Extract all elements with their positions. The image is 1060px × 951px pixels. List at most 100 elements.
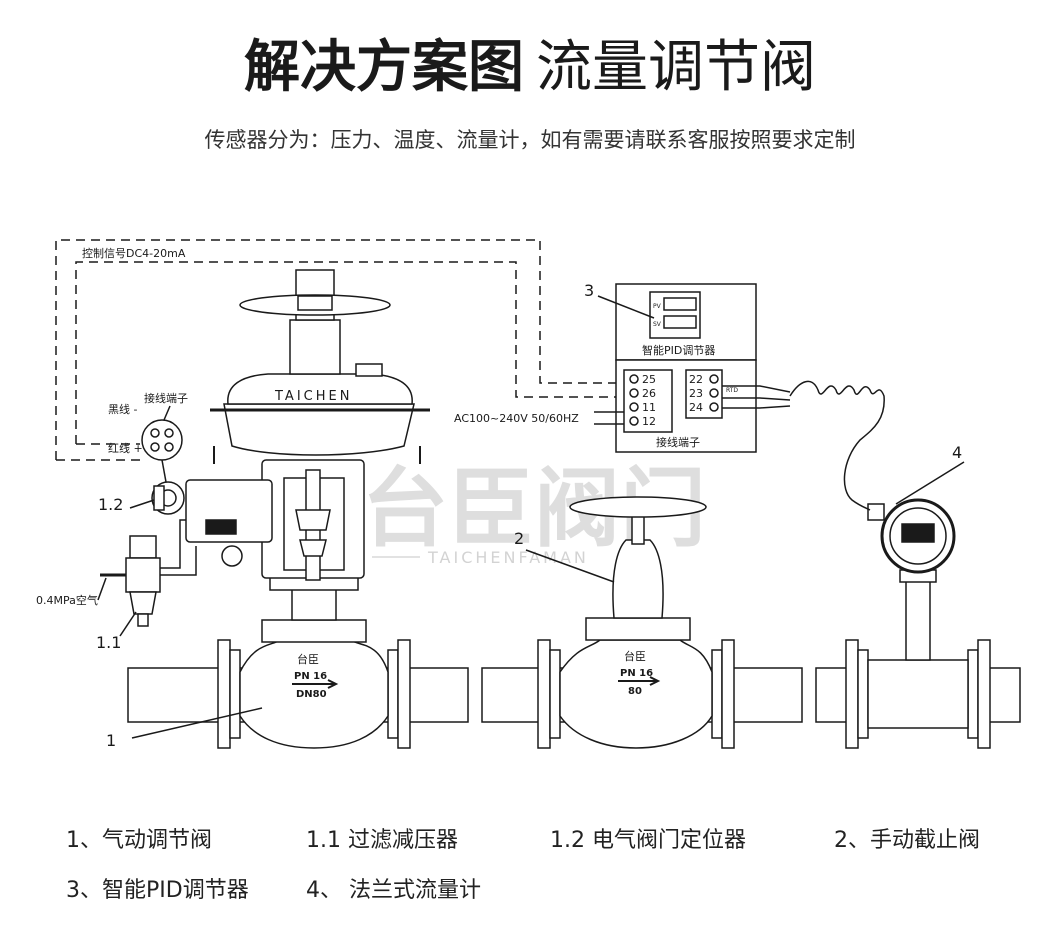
terminal-number: 12	[642, 415, 656, 428]
valve2-dn: 80	[628, 686, 642, 697]
valve2-body	[559, 639, 713, 749]
callout-leader-4	[895, 461, 965, 505]
legend-item-1: 1、气动调节阀	[66, 828, 212, 853]
legend-item-3: 1.2 电气阀门定位器	[550, 828, 746, 853]
legend-item-4: 2、手动截止阀	[834, 828, 980, 853]
power-wire	[594, 411, 624, 425]
legend-item-5: 3、智能PID调节器	[66, 878, 249, 903]
terminal-screw	[629, 416, 639, 426]
terminal-screw	[629, 374, 639, 384]
air-supply-leader	[97, 577, 107, 601]
terminal-pin	[150, 442, 160, 452]
terminal-number: 26	[642, 387, 656, 400]
terminal-screw	[709, 374, 719, 384]
power-label: AC100~240V 50/60HZ	[454, 412, 579, 425]
title-light: 流量调节阀	[536, 35, 816, 100]
black-wire-label: 黑线 -	[108, 402, 137, 416]
regulator-bowl	[129, 591, 157, 615]
flange	[967, 649, 979, 739]
watermark-en: TAICHENFAMAN	[427, 548, 589, 567]
terminal-screw	[709, 388, 719, 398]
flange	[711, 649, 723, 739]
flowmeter-body	[867, 659, 969, 729]
terminal-number: 25	[642, 373, 656, 386]
flange	[387, 649, 399, 739]
callout-leader-2	[525, 549, 615, 583]
valve1-bonnet-flange	[261, 619, 367, 643]
terminal-screw	[629, 388, 639, 398]
callout-number: 4	[952, 443, 962, 462]
red-wire-label: 红线 +	[108, 441, 143, 455]
flowmeter-gland	[867, 503, 885, 521]
handwheel-hub	[297, 295, 333, 311]
actuator-brand: TAICHEN	[274, 389, 352, 404]
handwheel-2	[569, 496, 707, 518]
regulator-drain	[137, 613, 149, 627]
terminal-pin	[164, 442, 174, 452]
signal-loop-wires	[56, 443, 140, 461]
flange	[229, 649, 241, 739]
regulator-body	[125, 557, 161, 593]
actuator-cap	[355, 363, 383, 377]
legend-item-2: 1.1 过滤减压器	[306, 828, 458, 853]
actuator-column	[289, 319, 341, 375]
terminal-number: 24	[689, 401, 703, 414]
callout-leader-1-2	[129, 499, 155, 509]
valve1-stem-connector	[295, 509, 331, 557]
legend-item-6: 4、 法兰式流量计	[306, 878, 481, 903]
pid-sv: SV	[653, 321, 662, 328]
valve1-dn: DN80	[296, 689, 327, 700]
air-tube-2	[160, 519, 186, 569]
terminal-pin	[164, 428, 174, 438]
callout-leader-1	[131, 707, 263, 739]
positioner-connector	[153, 485, 165, 511]
flange	[549, 649, 561, 739]
flange	[721, 639, 735, 749]
flange	[845, 639, 859, 749]
valve1-yoke-neck	[291, 587, 337, 621]
terminal-strip-left	[623, 369, 673, 433]
pid-label: 智能PID调节器	[642, 343, 715, 357]
terminal-lead	[161, 459, 167, 483]
callout-number: 1.1	[96, 633, 121, 652]
callout-number: 1	[106, 731, 116, 750]
page-subtitle: 传感器分为：压力、温度、流量计，如有需要请联系客服按照要求定制	[204, 128, 856, 152]
callout-number: 1.2	[98, 495, 123, 514]
callout-number: 2	[514, 529, 524, 548]
flowmeter-display	[901, 523, 935, 543]
terminal-screw	[629, 402, 639, 412]
flow-arrow	[292, 679, 339, 689]
terminal-number: 11	[642, 401, 656, 414]
pid-pv-display	[663, 297, 697, 311]
rtd-label: RTD	[726, 387, 738, 394]
signal-label: 控制信号DC4-20mA	[82, 246, 186, 260]
terminal-number: 22	[689, 373, 703, 386]
valve1-pn: PN 16	[294, 671, 327, 682]
valve2-yoke	[612, 539, 664, 619]
callout-number: 3	[584, 281, 594, 300]
title-bold: 解决方案图	[244, 35, 524, 100]
flange	[857, 649, 869, 739]
valve2-bonnet	[585, 617, 691, 641]
terminal-junction	[141, 419, 183, 461]
signal-loop-outer	[55, 239, 620, 460]
callout-leader-1-1	[119, 611, 137, 637]
terminal-screw	[709, 402, 719, 412]
terminal-number: 23	[689, 387, 703, 400]
terminal-box-label: 接线端子	[656, 435, 700, 449]
coiled-cable	[789, 380, 885, 511]
flange	[397, 639, 411, 749]
signal-loop-inner	[75, 261, 620, 444]
terminal-label: 接线端子	[144, 391, 188, 405]
callout-leader-3	[597, 295, 655, 319]
page-title: 解决方案图流量调节阀	[0, 28, 1060, 108]
flange	[977, 639, 991, 749]
pid-pv: PV	[653, 303, 662, 310]
valve2-pn: PN 16	[620, 668, 653, 679]
regulator-head	[129, 535, 157, 559]
terminal-pin	[150, 428, 160, 438]
